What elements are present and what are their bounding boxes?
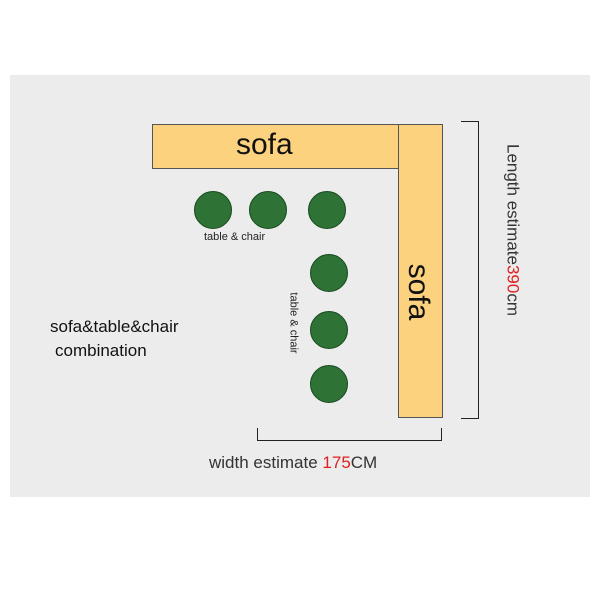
- table-row-1: [194, 191, 232, 229]
- width-estimate-unit: CM: [350, 453, 378, 472]
- sofa-vertical: [398, 124, 443, 418]
- width-estimate-value: 175: [322, 453, 351, 472]
- width-estimate-label: width estimate 175CM: [209, 454, 377, 471]
- table-column-2: [310, 311, 348, 349]
- width-dimension-line: [257, 440, 442, 441]
- combination-caption: sofa&table&chair combination: [50, 315, 179, 363]
- sofa-horizontal: [152, 124, 408, 169]
- sofa-horizontal-label: sofa: [236, 128, 293, 161]
- sofa-vertical-label: sofa: [402, 263, 435, 321]
- table-column-label: table & chair: [287, 292, 300, 354]
- table-row-3: [308, 191, 346, 229]
- length-dimension-top-tick: [461, 121, 479, 122]
- length-estimate-prefix: Length estimate: [503, 143, 523, 265]
- table-column-3: [310, 365, 348, 403]
- length-dimension-line: [478, 121, 479, 419]
- length-dimension-bottom-tick: [461, 418, 479, 419]
- length-estimate-unit: cm: [503, 293, 523, 317]
- combination-caption-line2: combination: [55, 341, 147, 360]
- table-row-label: table & chair: [204, 231, 266, 243]
- width-dimension-right-tick: [441, 428, 442, 441]
- table-row-2: [249, 191, 287, 229]
- length-estimate-label: Length estimate390cm: [503, 143, 523, 317]
- combination-caption-line1: sofa&table&chair: [50, 317, 179, 336]
- table-column-1: [310, 254, 348, 292]
- length-estimate-value: 390: [503, 264, 523, 294]
- width-dimension-left-tick: [257, 428, 258, 441]
- width-estimate-prefix: width estimate: [209, 453, 318, 472]
